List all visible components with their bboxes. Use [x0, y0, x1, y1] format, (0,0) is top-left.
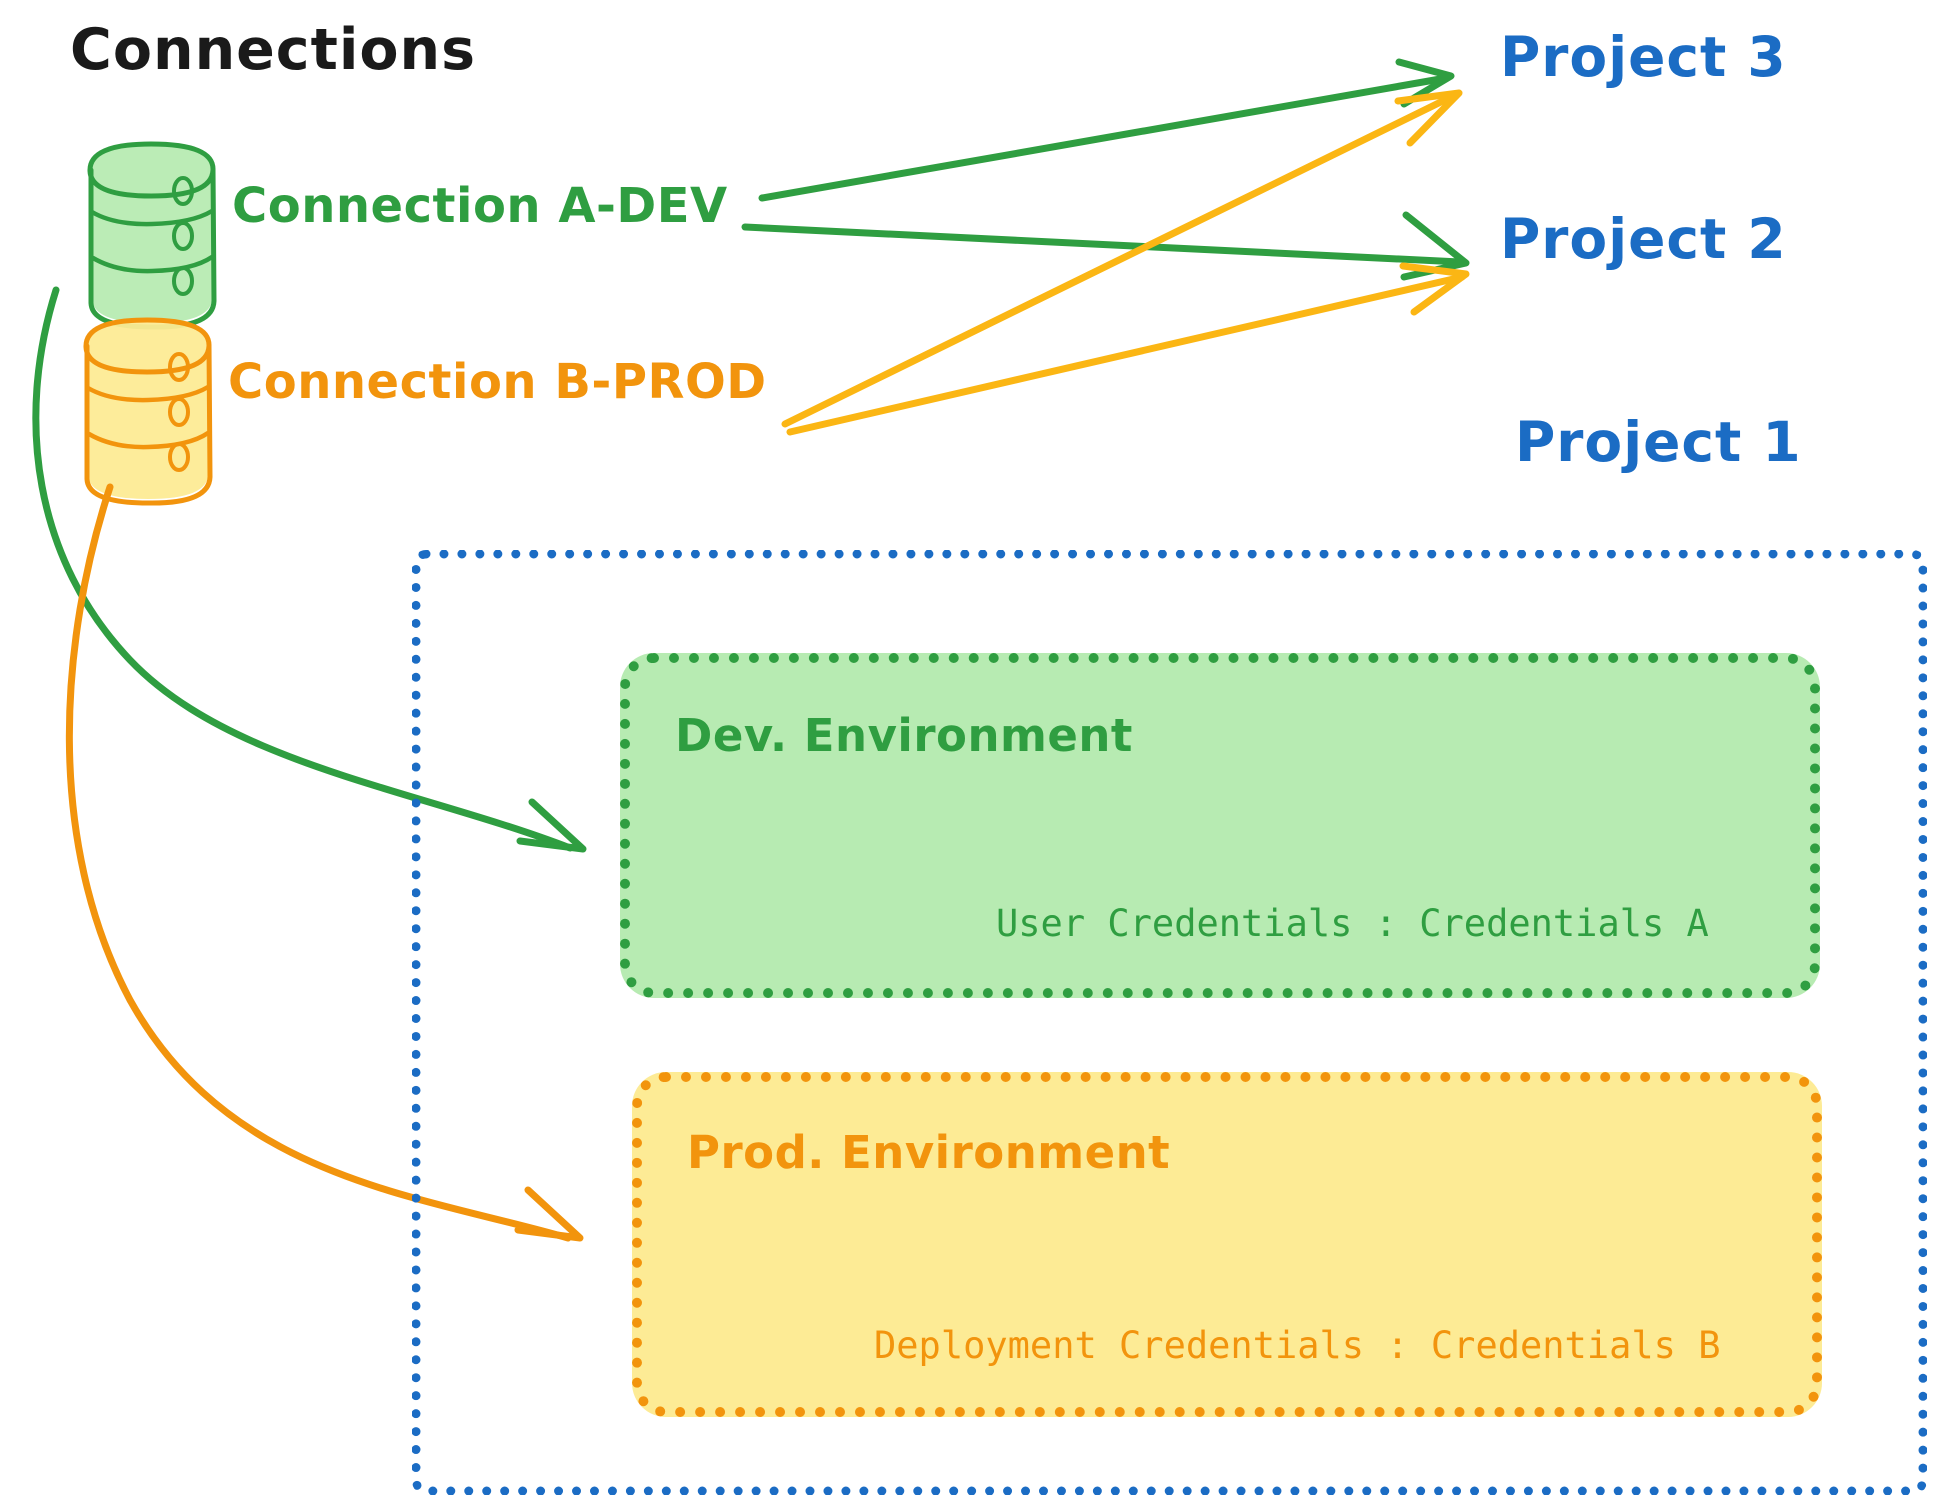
prod-environment-credentials: Deployment Credentials : Credentials B	[874, 1324, 1721, 1367]
edge-conn-a-dev-to-project-2	[741, 211, 1470, 281]
edge-conn-a-dev-to-dev-environment	[32, 286, 587, 853]
prod-environment-box[interactable]: Prod. Environment Deployment Credentials…	[632, 1072, 1822, 1417]
dev-environment-credentials: User Credentials : Credentials A	[996, 902, 1709, 945]
dev-environment-title: Dev. Environment	[675, 709, 1133, 762]
project-label-2[interactable]: Project 2	[1500, 207, 1787, 271]
edge-conn-b-prod-to-project-3	[781, 89, 1463, 428]
connection-label-b-prod[interactable]: Connection B-PROD	[228, 354, 767, 410]
connection-label-a-dev[interactable]: Connection A-DEV	[232, 178, 728, 234]
edge-conn-a-dev-to-project-3	[758, 58, 1455, 202]
project-label-3[interactable]: Project 3	[1500, 25, 1787, 89]
edge-conn-b-prod-to-project-2	[786, 262, 1470, 436]
project-1-container	[412, 550, 1927, 1495]
project-label-1[interactable]: Project 1	[1515, 410, 1802, 474]
database-cylinder-icon-orange	[83, 317, 213, 506]
prod-environment-title: Prod. Environment	[687, 1126, 1171, 1179]
database-cylinder-icon-green	[87, 141, 217, 330]
dev-environment-box[interactable]: Dev. Environment User Credentials : Cred…	[620, 653, 1820, 998]
page-title: Connections	[70, 17, 477, 83]
